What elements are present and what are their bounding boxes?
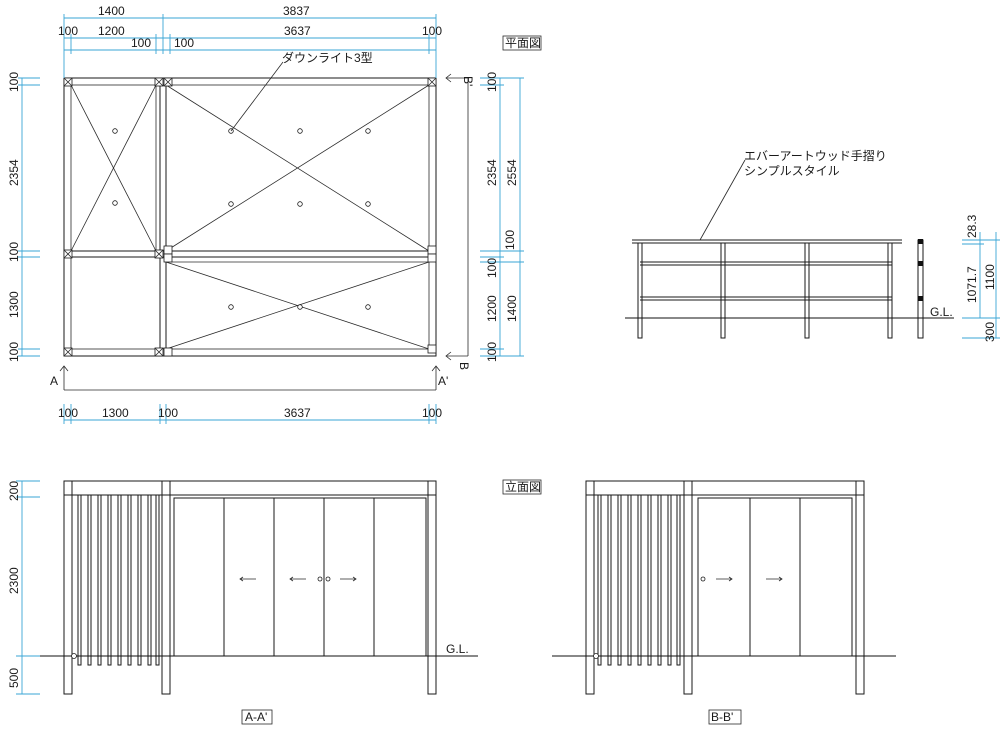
dim-100: 100 bbox=[58, 24, 78, 38]
dim-100: 100 bbox=[7, 72, 21, 92]
plan-dims-left: 100 2354 100 1300 100 bbox=[7, 72, 40, 362]
view-bb-box bbox=[708, 709, 742, 725]
elev-title-box bbox=[502, 479, 542, 495]
dim-1400: 1400 bbox=[505, 295, 519, 322]
plan-title-box bbox=[502, 35, 542, 51]
post-markers bbox=[63, 77, 437, 357]
downlight-label: ダウンライト3型 bbox=[282, 50, 373, 65]
dim-1300: 1300 bbox=[102, 406, 129, 420]
section-b-label: B bbox=[457, 362, 471, 370]
dim-1200: 1200 bbox=[98, 24, 125, 38]
plan-dims-top: 1400 3837 100 1200 100 100 3637 100 bbox=[58, 4, 442, 78]
dim-2300: 2300 bbox=[7, 567, 21, 594]
louvers-bb bbox=[597, 494, 681, 666]
handrail-label-1: エバーアートウッド手摺り bbox=[744, 148, 887, 163]
dim-1100: 1100 bbox=[983, 264, 997, 290]
dim-200: 200 bbox=[7, 481, 21, 501]
dim-100: 100 bbox=[158, 406, 178, 420]
dim-300: 300 bbox=[983, 322, 997, 342]
view-aa-box bbox=[241, 709, 273, 725]
section-a-label: A bbox=[50, 374, 58, 388]
dim-2554: 2554 bbox=[505, 159, 519, 186]
dim-1071-7: 1071.7 bbox=[965, 266, 979, 303]
plan-dims-bottom: 100 1300 100 3637 100 bbox=[58, 404, 442, 424]
plan-title: 平面図 bbox=[505, 36, 541, 50]
dim-2354: 2354 bbox=[485, 159, 499, 186]
dim-3637: 3637 bbox=[284, 24, 311, 38]
view-aa-label: A-A' bbox=[245, 710, 267, 724]
section-b2-label: B' bbox=[461, 76, 475, 86]
dim-100: 100 bbox=[485, 72, 499, 92]
dim-28-3: 28.3 bbox=[965, 214, 979, 238]
sliding-doors bbox=[173, 497, 427, 657]
dim-100: 100 bbox=[7, 342, 21, 362]
dim-1300: 1300 bbox=[7, 291, 21, 318]
elev-aa-gl-label: G.L. bbox=[446, 642, 469, 656]
dim-3637: 3637 bbox=[284, 406, 311, 420]
rail-gl-label: G.L. bbox=[930, 305, 953, 319]
sliding-doors-bb bbox=[697, 497, 853, 657]
dim-100: 100 bbox=[7, 242, 21, 262]
elevation-aa: 立面図 bbox=[7, 479, 542, 725]
downlight-markers bbox=[112, 128, 371, 310]
dim-100: 100 bbox=[58, 406, 78, 420]
dim-100: 100 bbox=[422, 406, 442, 420]
dim-1200: 1200 bbox=[485, 295, 499, 322]
dim-1400: 1400 bbox=[98, 4, 125, 18]
plan-inner-frame bbox=[70, 84, 430, 350]
section-a2-label: A' bbox=[438, 374, 448, 388]
elevation-bb: B-B' bbox=[552, 480, 896, 725]
plan-outer-frame bbox=[63, 77, 437, 357]
handrail-elevation: G.L. エバーアートウッド手摺り シンプルスタイル 28.3 1071.7 1… bbox=[625, 148, 1000, 342]
dim-3837: 3837 bbox=[283, 4, 310, 18]
view-bb-label: B-B' bbox=[711, 710, 733, 724]
dim-100: 100 bbox=[503, 230, 517, 250]
dim-2354: 2354 bbox=[7, 159, 21, 186]
dim-100: 100 bbox=[485, 258, 499, 278]
plan-view: ダウンライト3型 平面図 A A' B' B bbox=[50, 35, 542, 391]
louvers bbox=[77, 494, 160, 666]
dim-100: 100 bbox=[485, 342, 499, 362]
dim-100: 100 bbox=[422, 24, 442, 38]
dim-100: 100 bbox=[174, 36, 194, 50]
dim-500: 500 bbox=[7, 668, 21, 688]
handrail-label-2: シンプルスタイル bbox=[744, 164, 840, 178]
plan-dims-right: 100 2354 2554 100 100 1200 1400 100 bbox=[480, 72, 524, 362]
elev-title: 立面図 bbox=[505, 479, 541, 494]
dim-100: 100 bbox=[131, 36, 151, 50]
